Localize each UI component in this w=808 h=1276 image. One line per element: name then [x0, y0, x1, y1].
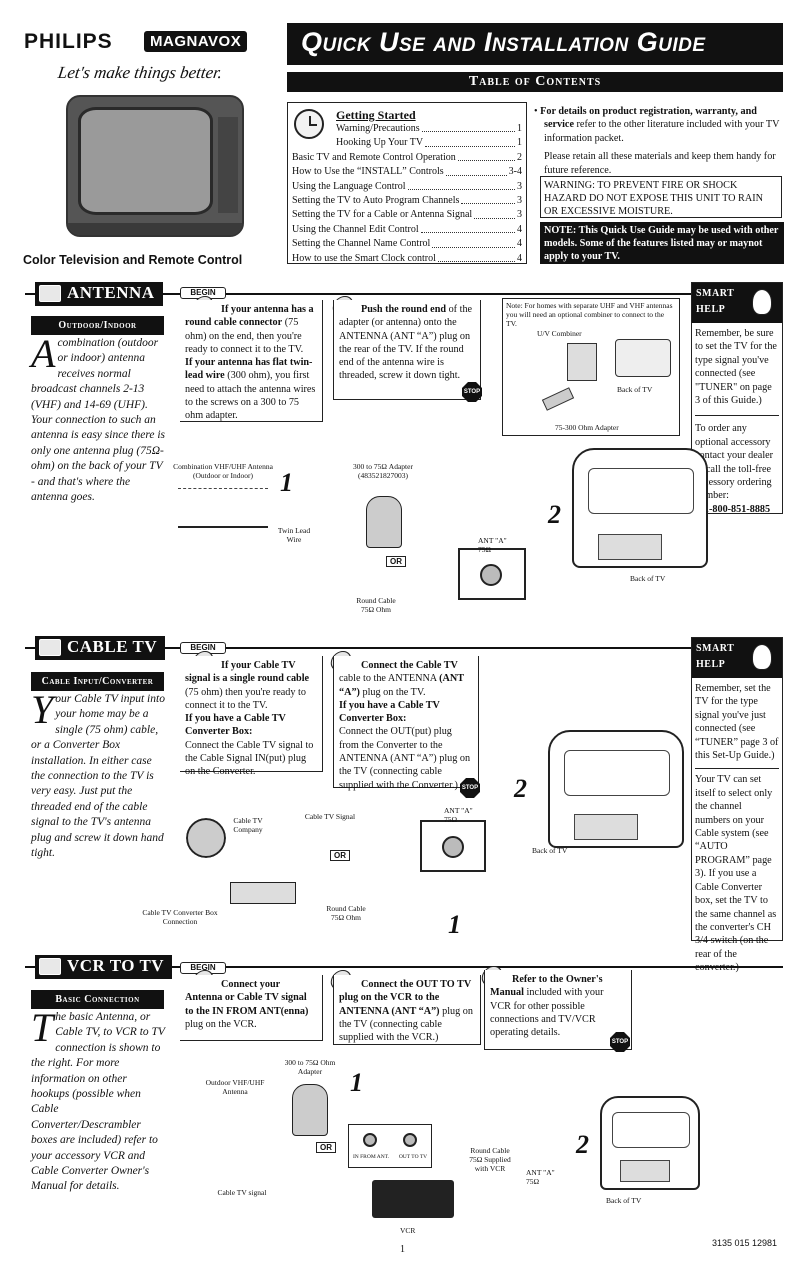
vcr-step1: Connect your Antenna or Cable TV signal … — [180, 975, 323, 1041]
converter-caption: Cable TV Converter Box Connection — [142, 908, 218, 926]
antenna-section-icon — [39, 285, 61, 302]
cable-ant-a-label: ANT "A"75Ω — [444, 806, 473, 824]
tv-jack-panel — [458, 548, 526, 600]
satellite-dish-icon — [186, 818, 226, 858]
cable-tv-back-large — [548, 730, 684, 848]
vcr-tv-back-large — [600, 1096, 700, 1190]
antenna-or-badge: OR — [386, 556, 406, 567]
toc-title: Table of Contents — [287, 72, 783, 92]
antenna-back-of-tv: Back of TV — [630, 574, 666, 583]
twin-lead-caption: Twin Lead Wire — [277, 526, 311, 544]
ant-a-label: ANT "A"75Ω — [478, 536, 507, 554]
cable-section-icon — [39, 639, 61, 656]
adapter-icon-small — [541, 387, 575, 411]
brand-philips: PHILIPS — [24, 30, 113, 53]
cable-step2: Connect the Cable TV cable to the ANTENN… — [333, 656, 479, 791]
note-box: NOTE: This Quick Use Guide may be used w… — [540, 222, 784, 264]
vcr-caption: VCR — [400, 1226, 416, 1235]
lightbulb-icon — [752, 289, 772, 315]
vcr-tag: VCR TO TV — [35, 955, 173, 979]
clock-icon — [294, 109, 324, 139]
cable-company-caption: Cable TV Company — [233, 816, 263, 834]
adapter-icon — [366, 496, 402, 548]
antenna-callout-1: 1 — [280, 468, 293, 497]
antenna-callout-2: 2 — [548, 500, 561, 529]
cable-back-of-tv: Back of TV — [532, 846, 568, 855]
cable-signal-caption: Cable TV Signal — [304, 812, 356, 821]
cable-tag: CABLE TV — [35, 636, 166, 660]
vcr-cable-signal-caption: Cable TV signal — [217, 1188, 267, 1197]
vcr-callout-1: 1 — [350, 1068, 363, 1097]
antenna-stop-icon: STOP — [462, 382, 482, 402]
cable-rule — [25, 647, 783, 649]
vcr-ant-a-label: ANT "A"75Ω — [526, 1168, 555, 1186]
cable-round-caption: Round Cable 75Ω Ohm — [326, 904, 366, 922]
cable-step1: If your Cable TV signal is a single roun… — [180, 656, 323, 777]
details-text: • For details on product registration, w… — [534, 106, 780, 176]
vcr-device-icon — [372, 1180, 454, 1218]
antenna-rule — [25, 293, 783, 295]
cable-subhead: Cable Input/Converter — [31, 672, 164, 691]
combiner-icon — [567, 343, 597, 381]
vcr-rule — [25, 966, 783, 968]
vcr-outdoor-caption: Outdoor VHF/UHF Antenna — [205, 1078, 265, 1096]
adapter-caption: 300 to 75Ω Adapter (483521827003) — [353, 462, 413, 480]
cable-stop-icon: STOP — [460, 778, 480, 798]
vcr-step2: Connect the OUT TO TV plug on the VCR to… — [333, 975, 481, 1045]
cable-tv-jack-panel — [420, 820, 486, 872]
page-number: 1 — [400, 1244, 405, 1255]
toc-heading: Getting Started — [336, 108, 416, 122]
vcr-step3: Refer to the Owner's Manual included wit… — [484, 970, 632, 1050]
antenna-step1: If your antenna has a round cable connec… — [180, 300, 323, 422]
antenna-subhead: Outdoor/Indoor — [31, 316, 164, 335]
antenna-step2: Push the round end of the adapter (or an… — [333, 300, 481, 400]
vcr-adapter-caption: 300 to 75Ω Ohm Adapter — [284, 1058, 336, 1076]
slogan: Let's make things better. — [56, 63, 224, 82]
product-caption: Color Television and Remote Control — [23, 253, 243, 267]
tv-back-small — [615, 339, 671, 377]
converter-box-icon — [230, 882, 296, 904]
warning-box: WARNING: TO PREVENT FIRE OR SHOCK HAZARD… — [540, 176, 782, 218]
vcr-stop-icon: STOP — [610, 1032, 630, 1052]
vcr-section-icon — [39, 958, 61, 975]
brand-magnavox: MAGNAVOX — [144, 31, 248, 52]
antenna-combo-caption: Combination VHF/UHF Antenna (Outdoor or … — [173, 462, 273, 480]
lightbulb-icon — [752, 644, 772, 670]
round-cable-caption: Round Cable 75Ω Ohm — [356, 596, 396, 614]
cable-or-badge: OR — [330, 850, 350, 861]
toc-item: Setting the TV for a Cable or Antenna Si… — [292, 209, 522, 221]
cable-callout-1: 1 — [448, 910, 461, 939]
tv-back-large — [572, 448, 708, 568]
antenna-tag: ANTENNA — [35, 282, 163, 306]
vcr-adapter-icon — [292, 1084, 328, 1136]
tv-illustration — [66, 95, 244, 237]
vcr-or-badge: OR — [316, 1142, 336, 1153]
vcr-round-caption: Round Cable 75Ω Supplied with VCR — [469, 1146, 511, 1173]
vcr-callout-2: 2 — [576, 1130, 589, 1159]
cable-callout-2: 2 — [514, 774, 527, 803]
vcr-subhead: Basic Connection — [31, 990, 164, 1009]
doc-code: 3135 015 12981 — [712, 1238, 778, 1248]
guide-title: Quick Use and Installation Guide — [287, 23, 783, 65]
antenna-note-box: Note: For homes with separate UHF and VH… — [502, 298, 680, 436]
vcr-back-of-tv: Back of TV — [606, 1196, 642, 1205]
vcr-jack-panel: IN FROM ANT. OUT TO TV — [348, 1124, 432, 1168]
antenna-drawing — [178, 488, 268, 528]
